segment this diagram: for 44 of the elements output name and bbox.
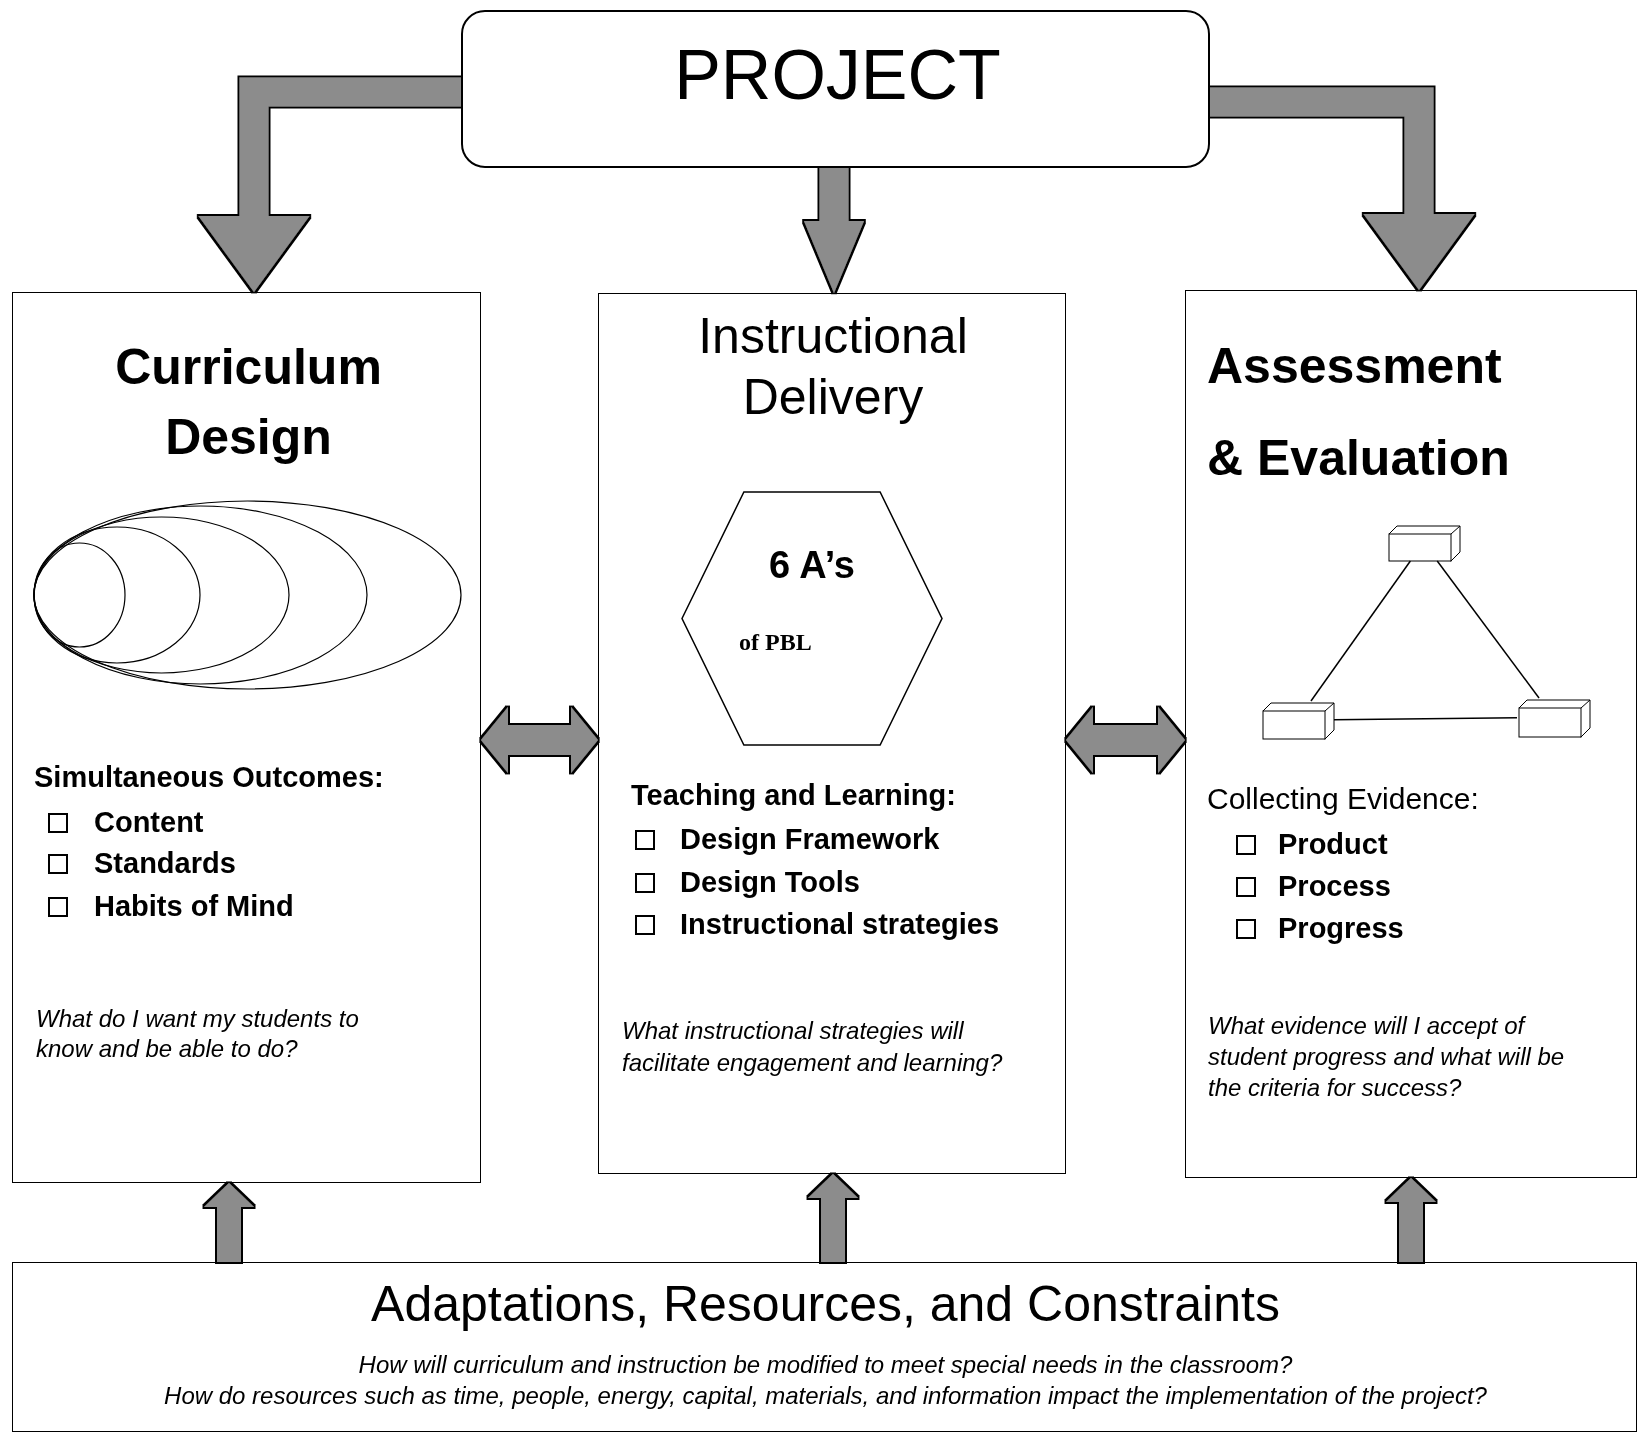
box-title: Assessment & Evaluation <box>1207 337 1511 488</box>
checklist-item: Progress <box>1278 911 1404 946</box>
block-arrow <box>1210 87 1475 290</box>
panel-box <box>12 292 481 1183</box>
title-box <box>461 10 1210 168</box>
main-title: PROJECT <box>673 35 1002 116</box>
section-heading: Simultaneous Outcomes: <box>34 760 384 795</box>
guiding-question: What instructional strategies will facilitate engagement and learning? <box>622 1016 1004 1078</box>
connector-line <box>1333 717 1518 721</box>
hexagon <box>681 491 943 746</box>
block-arrow <box>1386 1178 1436 1262</box>
cube-shape <box>1388 525 1461 562</box>
block-arrow <box>808 1174 858 1262</box>
cube-shape <box>1518 699 1591 738</box>
panel-box <box>598 293 1066 1174</box>
block-arrow <box>804 168 864 293</box>
connector-line <box>1310 560 1412 702</box>
guiding-question: How will curriculum and instruction be modified to meet special needs in the classroom? <box>357 1351 1294 1380</box>
checklist-item: Content <box>94 805 204 840</box>
hexagon-title: 6 A’s <box>768 543 856 588</box>
checklist-item: Standards <box>94 846 236 881</box>
checklist-item: Product <box>1278 827 1388 862</box>
block-arrow <box>204 1183 254 1262</box>
section-heading: Collecting Evidence: <box>1207 781 1479 817</box>
connector-line <box>1436 560 1540 699</box>
cube-shape <box>1262 702 1335 740</box>
block-arrow <box>198 77 461 292</box>
panel-box <box>1185 290 1637 1178</box>
hexagon-subtitle: of PBL <box>739 628 812 657</box>
checklist-item: Habits of Mind <box>94 889 294 924</box>
checklist-item: Design Framework <box>680 822 940 857</box>
checklist-item: Design Tools <box>680 865 860 900</box>
panel-box <box>12 1262 1637 1432</box>
box-title: Curriculum Design <box>114 338 383 467</box>
guiding-question: What evidence will I accept of student progress and what will be the criteria for success? <box>1208 1011 1566 1103</box>
guiding-question: How do resources such as time, people, energy, capital, materials, and information impact the implementation of the project? <box>163 1382 1488 1411</box>
section-heading: Teaching and Learning: <box>631 778 956 813</box>
box-title: Adaptations, Resources, and Constraints <box>370 1275 1281 1334</box>
checklist-item: Process <box>1278 869 1391 904</box>
guiding-question: What do I want my students to know and be able to do? <box>36 1004 360 1064</box>
checklist-item: Instructional strategies <box>680 907 1000 942</box>
double-block-arrow <box>481 707 598 773</box>
box-title: Instructional Delivery <box>697 307 969 427</box>
double-block-arrow <box>1066 707 1185 773</box>
